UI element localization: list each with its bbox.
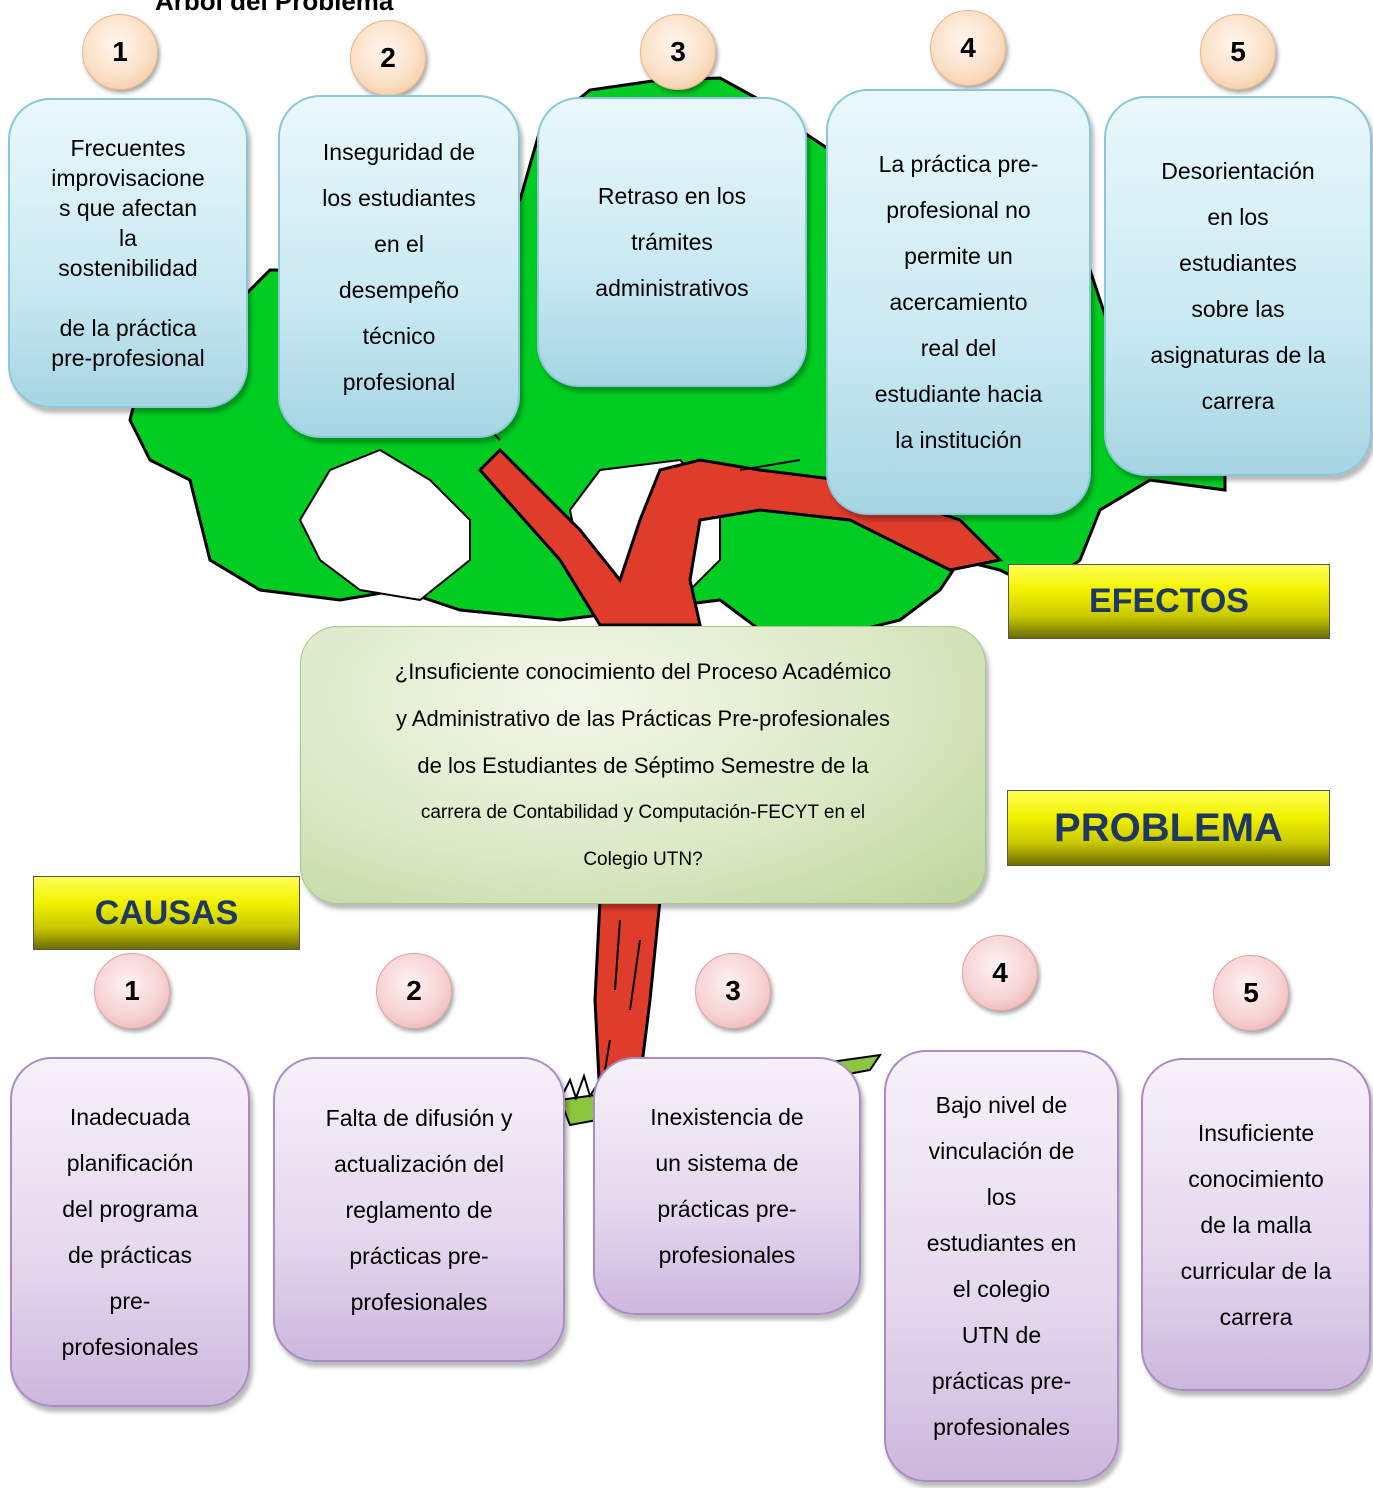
cause-number-badge: 1 xyxy=(94,953,170,1029)
effect-text: Retraso en los trámites administrativos xyxy=(595,183,749,301)
effect-number-badge: 4 xyxy=(930,10,1006,86)
cause-box: Bajo nivel de vinculación de los estudia… xyxy=(884,1050,1119,1482)
page-title: Árbol del Problema xyxy=(155,0,394,16)
effect-number-badge: 5 xyxy=(1200,14,1276,90)
effect-text: Frecuentes improvisacione s que afectan … xyxy=(51,135,205,371)
causes-label: CAUSAS xyxy=(33,876,300,950)
cause-number-badge: 2 xyxy=(376,953,452,1029)
cause-number-badge: 3 xyxy=(695,953,771,1029)
cause-number-badge: 4 xyxy=(962,935,1038,1011)
cause-box: Insuficiente conocimiento de la malla cu… xyxy=(1141,1058,1371,1391)
cause-text: Insuficiente conocimiento de la malla cu… xyxy=(1180,1119,1332,1330)
effect-text: Inseguridad de los estudiantes en el des… xyxy=(322,138,476,395)
effect-box: La práctica pre- profesional no permite … xyxy=(826,89,1091,515)
central-problem-box: ¿Insuficiente conocimiento del Proceso A… xyxy=(300,626,986,904)
effect-box: Retraso en los trámites administrativos xyxy=(537,97,807,387)
cause-number-badge: 5 xyxy=(1213,955,1289,1031)
effect-text: Desorientación en los estudiantes sobre … xyxy=(1150,158,1326,414)
problem-label: PROBLEMA xyxy=(1007,790,1330,866)
problem-text-main: ¿Insuficiente conocimiento del Proceso A… xyxy=(394,658,892,778)
cause-text: Inexistencia de un sistema de prácticas … xyxy=(650,1104,804,1268)
effect-number-badge: 1 xyxy=(82,14,158,90)
cause-text: Bajo nivel de vinculación de los estudia… xyxy=(926,1092,1077,1440)
problem-text-secondary: carrera de Contabilidad y Computación-FE… xyxy=(420,801,866,870)
effect-text: La práctica pre- profesional no permite … xyxy=(874,151,1043,453)
canopy-gap xyxy=(298,448,471,602)
cause-text: Inadecuada planificación del programa de… xyxy=(61,1104,199,1360)
effect-box: Frecuentes improvisacione s que afectan … xyxy=(8,98,248,408)
effect-number-badge: 2 xyxy=(350,20,426,96)
cause-text: Falta de difusión y actualización del re… xyxy=(325,1104,513,1315)
tree-branch-lines xyxy=(479,419,801,1071)
cause-box: Inexistencia de un sistema de prácticas … xyxy=(593,1057,861,1315)
cause-box: Falta de difusión y actualización del re… xyxy=(273,1057,565,1362)
effects-label: EFECTOS xyxy=(1008,564,1330,639)
effect-box: Inseguridad de los estudiantes en el des… xyxy=(278,95,520,438)
effect-box: Desorientación en los estudiantes sobre … xyxy=(1104,96,1372,476)
cause-box: Inadecuada planificación del programa de… xyxy=(10,1057,250,1407)
effect-number-badge: 3 xyxy=(640,14,716,90)
